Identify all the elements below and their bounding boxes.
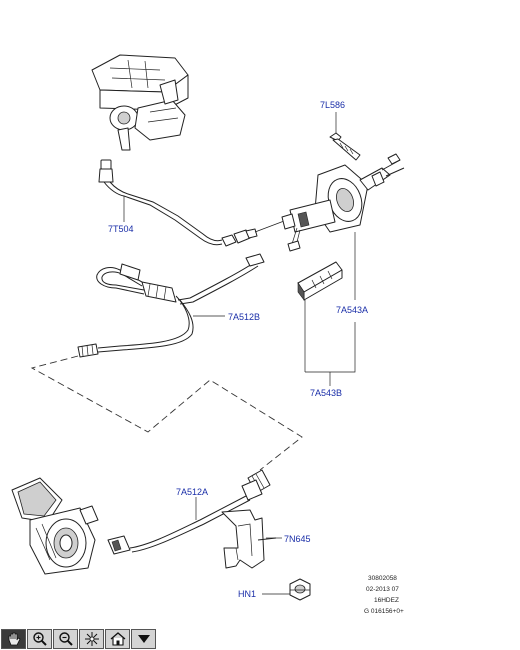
hose-7A512A: [107, 469, 271, 555]
home-icon: [110, 632, 125, 646]
hand-icon: [8, 632, 21, 646]
bracket-7N645: [221, 509, 277, 569]
label-7A543B[interactable]: 7A543B: [310, 388, 342, 398]
zoom-in-icon: [32, 632, 47, 646]
label-7N645[interactable]: 7N645: [284, 534, 311, 544]
label-7A543A[interactable]: 7A543A: [336, 305, 368, 315]
master-cylinder: [91, 54, 189, 151]
highlight-button[interactable]: [79, 629, 104, 649]
sparkle-icon: [84, 632, 99, 646]
reference-line-3: 16HDEZ: [374, 597, 399, 604]
continuation-lines: [30, 355, 303, 471]
zoom-out-button[interactable]: [53, 629, 78, 649]
bolt-7L586: [329, 132, 361, 161]
leader-lines: [123, 112, 356, 595]
hose-7T504: [98, 159, 293, 247]
zoom-out-icon: [58, 632, 73, 646]
viewer-toolbar: [0, 629, 170, 650]
triangle-down-icon: [137, 635, 150, 643]
zoom-in-button[interactable]: [27, 629, 52, 649]
label-7T504[interactable]: 7T504: [108, 224, 134, 234]
nut-HN1: [289, 578, 311, 601]
home-button[interactable]: [105, 629, 130, 649]
label-7A512B[interactable]: 7A512B: [228, 312, 260, 322]
label-7L586[interactable]: 7L586: [320, 100, 345, 110]
label-7A512A[interactable]: 7A512A: [176, 487, 208, 497]
label-HN1[interactable]: HN1: [238, 589, 256, 599]
reference-line-2: 02-2013 07: [366, 586, 399, 593]
reference-line-1: 30802058: [368, 575, 397, 582]
clip-7A543B: [297, 261, 343, 301]
parts-diagram: 7L586 7T504 7A512B 7A543A 7A543B 7A512A …: [11, 54, 405, 615]
reference-line-4: G 016156+0+: [364, 608, 404, 615]
menu-button[interactable]: [131, 629, 156, 649]
hose-7A512B: [77, 253, 265, 358]
connector-7A543A: [281, 153, 405, 252]
slave-cylinder: [11, 477, 99, 575]
pan-button[interactable]: [1, 629, 26, 649]
